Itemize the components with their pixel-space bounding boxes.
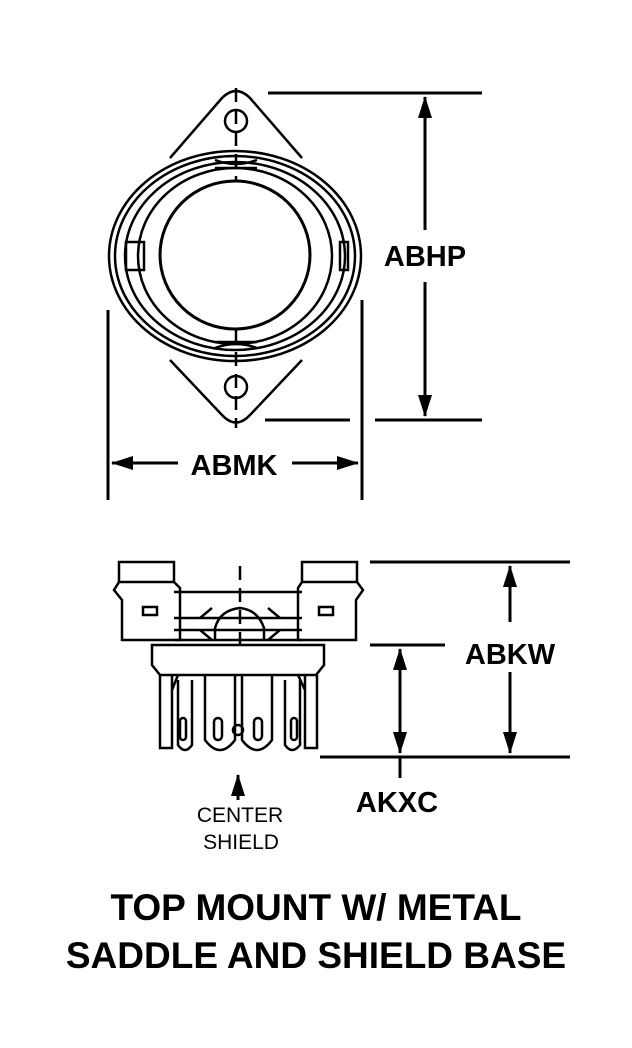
top-view [107,88,363,428]
center-dome [213,606,266,640]
saddle-inner [123,160,347,352]
dimension-label-abmk: ABMK [191,450,278,482]
side-view [112,560,365,752]
dimension-label-akxc: AKXC [356,787,438,819]
dimension-abkw: ABKW [320,560,570,759]
saddle-ring [113,154,357,358]
title-line-2: SADDLE AND SHIELD BASE [66,935,566,976]
body-ring [136,166,334,346]
callout-line-1: CENTER [197,804,283,827]
dimension-label-abkw: ABKW [465,639,556,671]
center-shield-callout: CENTER SHIELD [197,774,283,854]
saddle-block-left [112,560,182,642]
slot-left [141,605,159,617]
saddle-tab-left [124,240,146,272]
center-shield-pin [231,723,245,737]
center-bore [158,179,312,331]
dimension-label-abhp: ABHP [384,241,466,273]
saddle-tab-right [338,240,350,272]
dimension-abhp: ABHP [265,91,482,422]
pins [158,674,319,752]
saddle-block-right [296,560,365,642]
title-line-1: TOP MOUNT W/ METAL [110,887,521,928]
shield-base [150,643,326,677]
dimension-abmk: ABMK [106,300,364,500]
slot-right [317,605,335,617]
callout-line-2: SHIELD [203,831,279,854]
dimension-akxc: AKXC [356,643,445,819]
